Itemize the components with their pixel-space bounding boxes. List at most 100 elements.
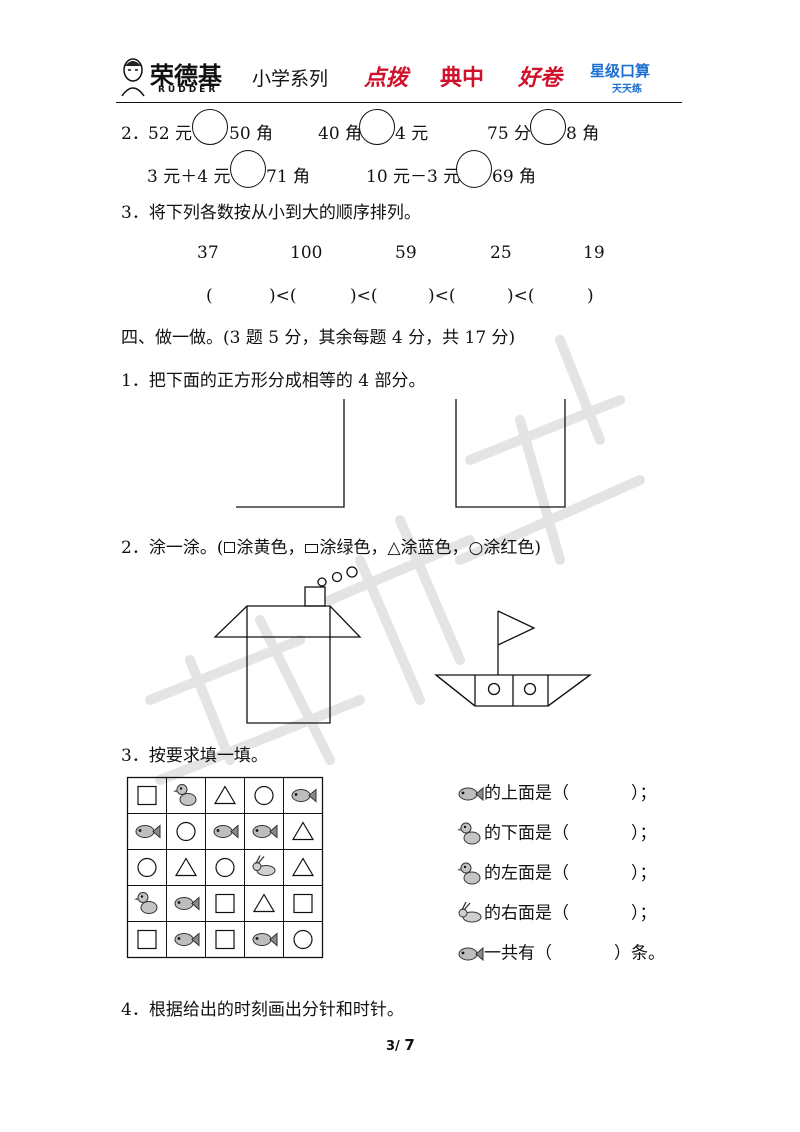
duck-icon [134, 892, 158, 914]
square-figures [236, 399, 566, 508]
q3-number: 59 [395, 243, 417, 263]
fish-icon [174, 932, 200, 947]
triangle-icon [252, 893, 276, 913]
order-paren: )<( [507, 286, 535, 306]
square-icon [137, 929, 157, 950]
triangle-icon: △ [387, 538, 401, 558]
fish-icon [291, 788, 317, 803]
house-and-boat [213, 566, 592, 724]
logo-haojuan: 好卷 [518, 66, 563, 91]
duck-icon [457, 822, 481, 845]
circle-icon [215, 857, 235, 878]
fish-icon [458, 946, 484, 962]
q3-number: 100 [290, 243, 323, 263]
fish-icon [458, 786, 484, 802]
fill-line-text: 的下面是（ [484, 823, 569, 844]
rudder-portrait-icon [120, 56, 146, 97]
logo-dianbo: 点拨 [364, 66, 409, 91]
brand-name: 荣德基 [150, 62, 222, 90]
fish-icon [252, 932, 278, 947]
fish-icon [458, 786, 484, 802]
circle-icon [293, 929, 313, 950]
fill-line-end: ）； [631, 783, 657, 804]
grid-border [126, 776, 324, 959]
header: 荣德基 RUDDER 小学系列 点拨 典中 好卷 星级口算 天天练 [116, 52, 684, 104]
small-square-icon [224, 542, 236, 553]
compare-circle[interactable] [230, 150, 266, 188]
fill-line-text: 的右面是（ [484, 903, 569, 924]
square-icon [137, 785, 157, 806]
triangle-icon [291, 857, 315, 877]
logo-kousuan: 星级口算 [590, 62, 651, 80]
s4-q4: 4．根据给出的时刻画出分针和时针。 [121, 1000, 404, 1020]
brand-sub: RUDDER [158, 85, 219, 95]
q3-prompt: 3．将下列各数按从小到大的顺序排列。 [121, 203, 421, 223]
s4-q3: 3．按要求填一填。 [121, 746, 268, 766]
circle-icon: ○ [468, 538, 484, 558]
fill-line: 的上面是（ ）； [454, 782, 657, 806]
q2-r1c-right: 8 角 [566, 124, 600, 144]
fish-icon [252, 824, 278, 839]
q2-r2a-left: 3 元＋4 元 [147, 167, 231, 187]
square-icon [215, 893, 235, 914]
square-icon [293, 893, 313, 914]
fish-icon [174, 896, 200, 911]
q3-number: 37 [197, 243, 219, 263]
rabbit-icon [458, 901, 482, 923]
q3-number: 25 [490, 243, 512, 263]
q2-r1b-left: 40 角 [318, 124, 363, 144]
q2-r2a-right: 71 角 [266, 167, 311, 187]
fish-icon [458, 946, 484, 962]
order-paren: ( [206, 286, 213, 306]
logo-dianzhong: 典中 [440, 66, 485, 91]
s4-q1: 1．把下面的正方形分成相等的 4 部分。 [121, 371, 426, 391]
circle-icon [137, 857, 157, 878]
compare-circle[interactable] [359, 109, 395, 145]
duck-icon [173, 784, 197, 806]
s4-q2: 2．涂一涂。(涂黄色，涂绿色，△涂蓝色，○涂红色) [121, 538, 542, 558]
duck-icon [457, 862, 481, 885]
animal-grid [126, 776, 324, 959]
fill-line: 一共有（ ）条。 [454, 942, 665, 966]
circle-icon [254, 785, 274, 806]
q2-r1c-left: 75 分 [487, 124, 532, 144]
fish-icon [213, 824, 239, 839]
order-paren: )<( [269, 286, 297, 306]
logo-tiantianlian: 天天练 [612, 84, 642, 95]
q2-number: 2． [121, 124, 149, 144]
fill-line: 的左面是（ ）； [454, 862, 657, 886]
q3-number: 19 [583, 243, 605, 263]
order-paren: )<( [428, 286, 456, 306]
circle-icon [176, 821, 196, 842]
fill-line-text: 的上面是（ [484, 783, 569, 804]
duck-icon [457, 822, 481, 845]
square-left [236, 399, 345, 508]
triangle-icon [213, 785, 237, 805]
compare-circle[interactable] [456, 150, 492, 188]
order-paren: ) [587, 286, 594, 306]
rabbit-icon [252, 855, 276, 876]
fill-line-end: ）条。 [614, 943, 665, 964]
compare-circle[interactable] [192, 109, 228, 145]
fill-line: 的右面是（ ）； [454, 901, 657, 926]
triangle-icon [174, 857, 198, 877]
fill-line-end: ）； [631, 863, 657, 884]
fill-line-text: 一共有（ [484, 943, 552, 964]
square-icon [215, 929, 235, 950]
page-number: 3/ 7 [386, 1036, 415, 1054]
square-right [455, 399, 566, 508]
header-rule [116, 102, 682, 103]
fish-icon [135, 824, 161, 839]
triangle-icon [291, 821, 315, 841]
order-paren: )<( [350, 286, 378, 306]
duck-icon [457, 862, 481, 885]
rabbit-icon [458, 901, 482, 923]
fill-line: 的下面是（）； [454, 822, 657, 846]
compare-circle[interactable] [530, 109, 566, 145]
fill-line-text: 的左面是（ [484, 863, 569, 884]
q2-r1a-right: 50 角 [229, 124, 274, 144]
q2-r2b-right: 69 角 [492, 167, 537, 187]
fill-line-end: ）； [631, 903, 657, 924]
rectangle-icon [305, 544, 319, 553]
